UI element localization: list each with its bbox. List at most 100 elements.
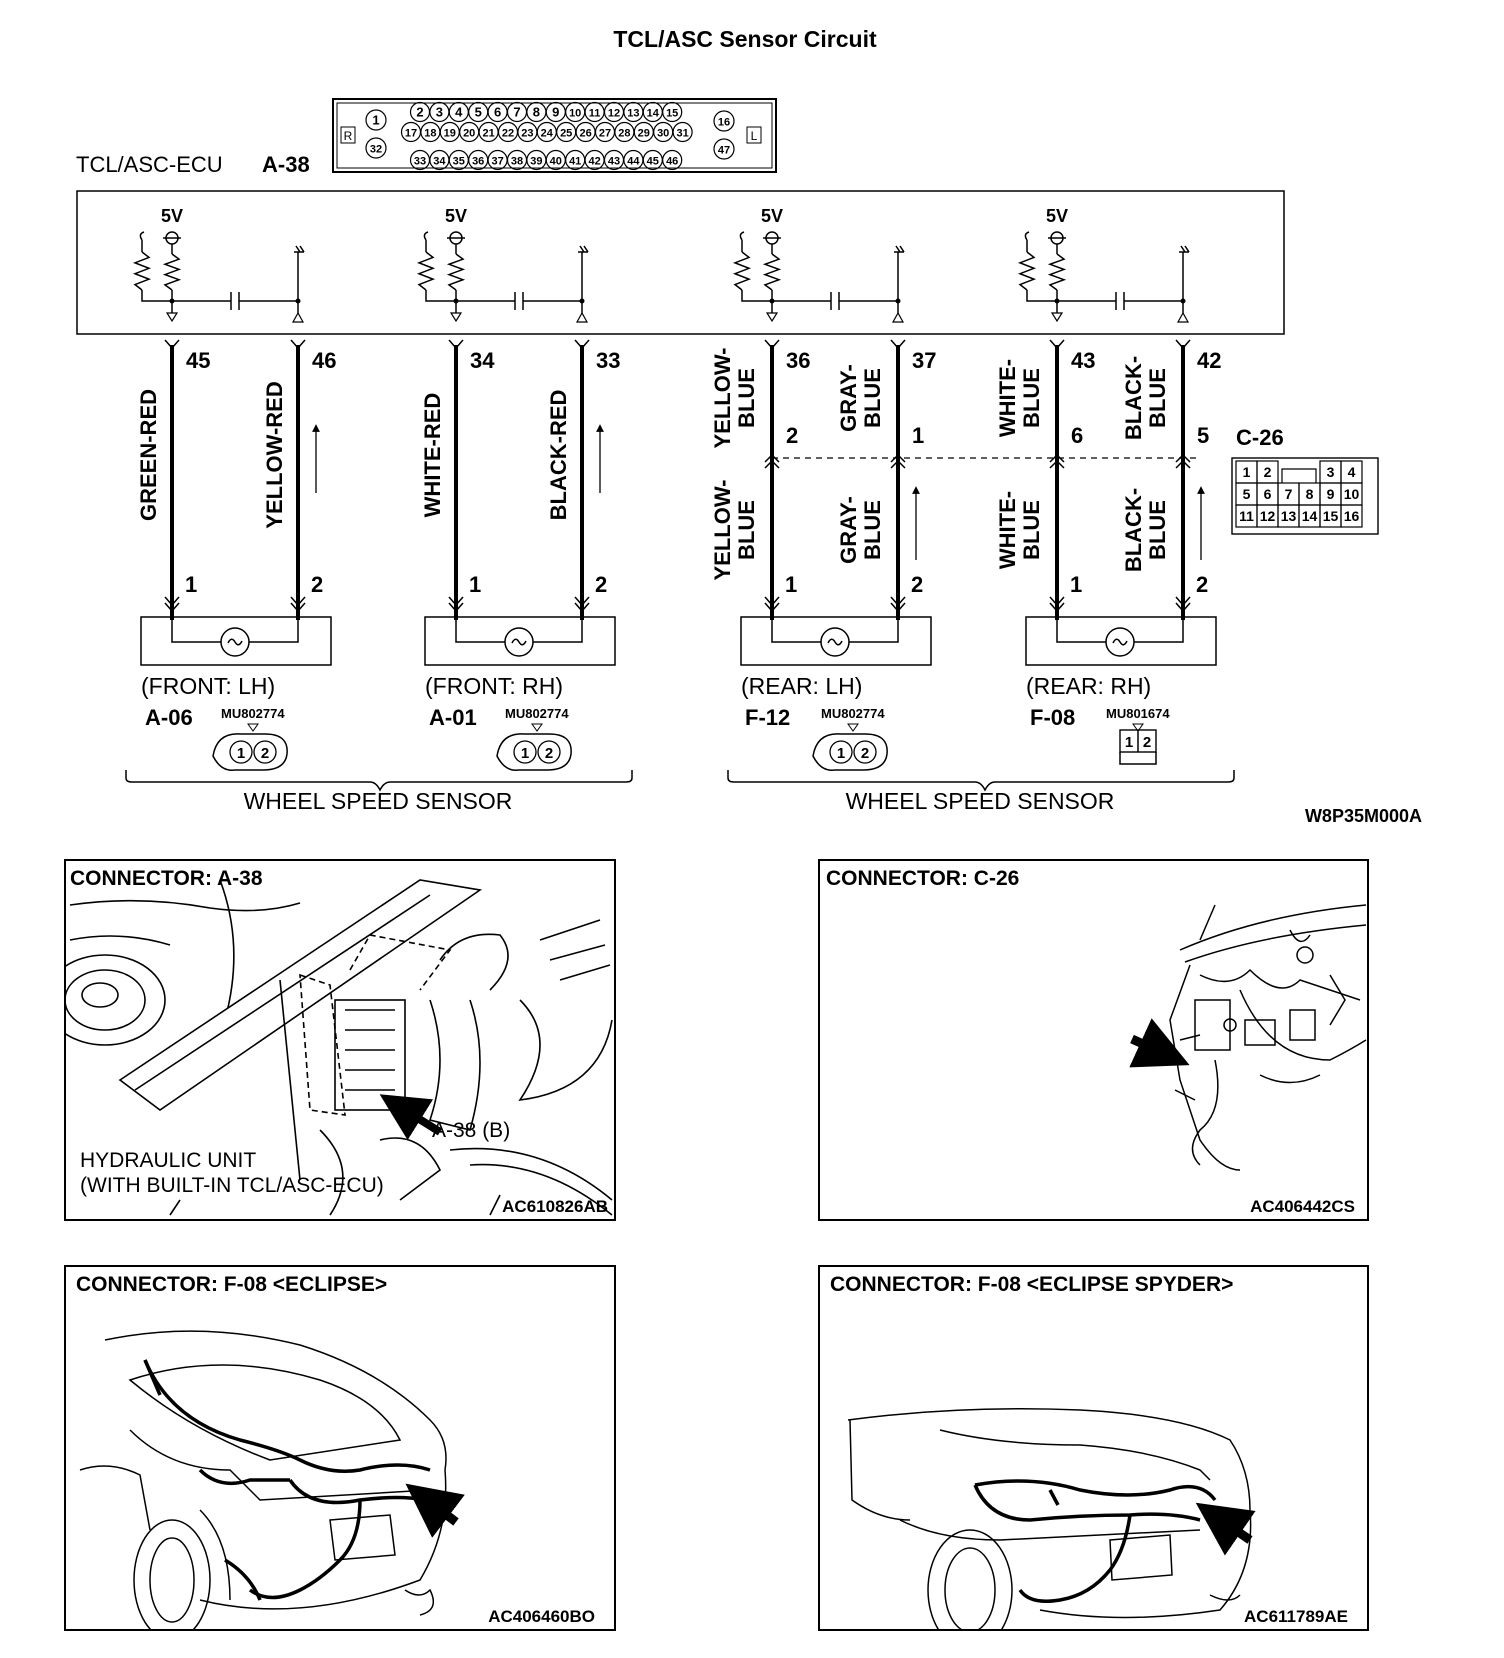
junction-cell-16: 16	[1340, 504, 1363, 528]
junction-cell-14: 14	[1298, 504, 1321, 528]
ecu-pin-number: 46	[312, 348, 336, 373]
junction-pin-number: 1	[912, 423, 924, 448]
pin-22: 22	[497, 121, 519, 143]
pin-38: 38	[506, 149, 528, 171]
pin-3: 3	[429, 101, 450, 123]
pin-label: 19	[444, 128, 456, 140]
connector-face-icon	[496, 733, 572, 771]
pin-label: 7	[513, 105, 520, 120]
diagram-code: W8P35M000A	[1305, 806, 1422, 826]
ecu-pin-number: 36	[786, 348, 810, 373]
junction-pin-label: 5	[1243, 486, 1251, 502]
sensor-box	[1025, 616, 1217, 666]
pin-label: 47	[718, 145, 730, 157]
supply-label: 5V	[445, 206, 467, 226]
pin-label: 8	[533, 105, 540, 120]
pin-26: 26	[575, 121, 596, 143]
ecu-pin-number: 42	[1197, 348, 1221, 373]
ecu-label: TCL/ASC-ECU	[76, 152, 223, 177]
junction-cell-7: 7	[1277, 482, 1300, 506]
junction-pin-label: 7	[1285, 486, 1293, 502]
pin-5: 5	[468, 101, 489, 123]
marker-triangle-icon	[531, 723, 543, 732]
harness-route-line	[973, 1479, 1217, 1603]
pin-label: 43	[608, 156, 620, 168]
pin-label: 16	[718, 117, 730, 129]
junction-pin-label: 15	[1323, 508, 1339, 524]
rear-spyder-illustration	[847, 1408, 1252, 1629]
wire-color-label: BLACK-	[1121, 356, 1146, 440]
supply-label: 5V	[161, 206, 183, 226]
pin-8: 8	[526, 101, 547, 123]
connector-pin-label: 2	[861, 745, 869, 762]
pin-21: 21	[478, 121, 499, 143]
pinout-side-left: R	[344, 129, 353, 143]
panel-a38-title: CONNECTOR: A-38	[70, 867, 263, 890]
junction-pin-number: 2	[786, 423, 798, 448]
connector-pin-label: 2	[1143, 734, 1151, 751]
connector-chevron-icon	[574, 339, 590, 350]
junction-cell-13: 13	[1277, 504, 1300, 528]
pin-label: 1	[372, 113, 379, 128]
wire-color-label: BLUE	[860, 500, 885, 560]
sensor-pin-number: 1	[469, 572, 481, 597]
pin-13: 13	[623, 101, 644, 123]
ecu-circuit-1: 5V	[132, 206, 305, 323]
pin-label: 25	[560, 128, 572, 140]
pin-29: 29	[633, 121, 654, 143]
pin-16: 16	[713, 110, 735, 132]
pin-25: 25	[556, 121, 577, 143]
pin-6: 6	[487, 101, 508, 123]
pin-label: 20	[463, 128, 475, 140]
output-triangle-icon	[891, 311, 905, 323]
connector-pin-label: 2	[261, 745, 269, 762]
input-triangle-icon	[765, 312, 779, 323]
pin-label: 21	[482, 128, 494, 140]
marker-triangle-icon	[1132, 723, 1144, 732]
resistor-icon	[416, 251, 436, 291]
pin-14: 14	[642, 101, 663, 123]
sensor-position: (FRONT: RH)	[425, 673, 563, 699]
connector-chevron-icon	[290, 339, 306, 350]
front-sensor-group-label: WHEEL SPEED SENSOR	[244, 788, 513, 814]
sensor-part-number: MU802774	[821, 706, 885, 721]
sensor-connector-id: A-01	[429, 705, 477, 730]
wire-color-label: WHITE-	[995, 359, 1020, 437]
pin-9: 9	[545, 101, 566, 123]
pin-27: 27	[594, 121, 616, 143]
ecu-pin-number: 45	[186, 348, 210, 373]
junction-frame	[1231, 457, 1379, 535]
connector-chevron-icon	[764, 339, 780, 350]
pin-12: 12	[603, 101, 625, 123]
pin-label: 34	[433, 156, 446, 168]
connector-chevron-icon	[890, 453, 906, 469]
junction-dot	[895, 298, 901, 304]
supply-label: 5V	[1046, 206, 1068, 226]
pin-4: 4	[448, 101, 469, 123]
pin-label: 40	[550, 156, 562, 168]
pin-label: 22	[502, 128, 514, 140]
wire-color-label: BLUE	[1145, 500, 1170, 560]
sensor-pin-number: 1	[785, 572, 797, 597]
pin-label: 32	[370, 144, 382, 156]
pin-35: 35	[448, 149, 469, 171]
marker-triangle-icon	[847, 723, 859, 732]
wire-color-label: GRAY-	[836, 364, 861, 432]
junction-dot	[295, 298, 301, 304]
junction-pin-label: 8	[1306, 486, 1314, 502]
sensor-box	[140, 616, 332, 666]
pin-19: 19	[439, 121, 460, 143]
wire-color-label: GRAY-	[836, 496, 861, 564]
pin-label: 33	[414, 156, 426, 168]
capacitor-icon	[772, 292, 898, 310]
pinout-side-right: L	[751, 129, 758, 143]
pin-47: 47	[713, 138, 735, 160]
pin-32: 32	[365, 137, 387, 159]
connector-face-icon	[212, 733, 288, 771]
sensor-pin-number: 2	[311, 572, 323, 597]
pin-label: 12	[608, 108, 620, 120]
pin-label: 14	[647, 108, 660, 120]
